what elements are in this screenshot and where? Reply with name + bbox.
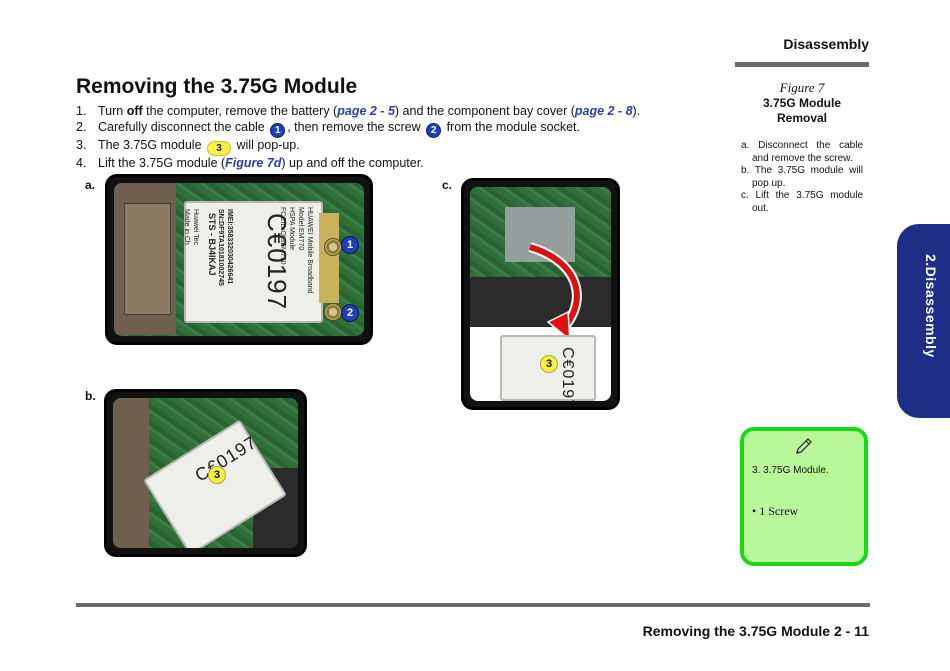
figure-title-line1: 3.75G Module — [762, 96, 842, 110]
module-maker: Huawei Tec Made in Ch — [183, 209, 199, 246]
step-number: 4. — [76, 155, 87, 170]
figure-a-label: a. — [85, 178, 96, 192]
substep-item: a. Disconnect the cable and remove the s… — [741, 140, 863, 164]
module-serials: IMEI:358332030426641 SN:DF9TA10181002745 — [217, 209, 233, 286]
callout-pin: 2 — [341, 304, 359, 322]
module-sts: STS - BJ4IKAJ — [207, 213, 217, 276]
figure-c-image: C€0197 3 — [470, 187, 611, 401]
figure-a-image: HUAWEI Mobile Broadband Model:EM770 HSPA… — [114, 183, 364, 336]
step-text: Turn off the computer, remove the batter… — [98, 104, 641, 118]
figure-b-photo: C€0197 3 — [104, 389, 307, 557]
socket-strip — [319, 213, 339, 303]
substep-item: c. Lift the 3.75G module out. — [741, 190, 863, 214]
ce-mark: C€0197 — [262, 213, 292, 311]
note-box: 3. 3.75G Module. • 1 Screw — [740, 427, 868, 566]
callout-badge: 2 — [426, 122, 442, 138]
callout-badge: 1 — [270, 122, 286, 138]
ce-mark: C€0197 — [191, 432, 261, 486]
step-text: The 3.75G module 3 will pop-up. — [98, 137, 300, 156]
step-item: 2. Carefully disconnect the cable 1, the… — [76, 120, 676, 138]
step-item: 1. Turn off the computer, remove the bat… — [76, 104, 676, 120]
chassis-panel — [113, 398, 149, 548]
figure-c-photo: C€0197 3 — [461, 178, 620, 410]
chapter-side-tab[interactable]: 2.Disassembly — [897, 224, 950, 418]
figure-c-label: c. — [442, 178, 453, 192]
step-text: Lift the 3.75G module (Figure 7d) up and… — [98, 155, 424, 170]
header-rule — [735, 62, 869, 67]
pcb-top — [470, 187, 611, 327]
page-link[interactable]: page 2 - 8 — [574, 104, 633, 118]
page-title: Removing the 3.75G Module — [76, 75, 358, 98]
substep-item: b. The 3.75G module will pop up. — [741, 165, 863, 189]
step-item: 3. The 3.75G module 3 will pop-up. — [76, 138, 676, 156]
step-number: 1. — [76, 104, 87, 118]
footer-text: Removing the 3.75G Module 2 - 11 — [642, 623, 869, 639]
lift-arrow-icon — [528, 242, 582, 342]
module-screw — [324, 303, 342, 321]
step-number: 3. — [76, 137, 87, 152]
callout-pin: 3 — [208, 466, 226, 484]
step-text: Carefully disconnect the cable 1, then r… — [98, 119, 580, 138]
footer-rule — [76, 603, 870, 607]
figure-number: Figure 7 — [779, 80, 825, 95]
callout-badge: 3 — [207, 140, 232, 156]
page-link[interactable]: page 2 - 5 — [337, 104, 395, 118]
connector-block — [124, 203, 171, 315]
figure-caption: Figure 7 3.75G Module Removal — [735, 80, 869, 126]
procedure-steps: 1. Turn off the computer, remove the bat… — [76, 104, 676, 171]
module-card: HUAWEI Mobile Broadband Model:EM770 HSPA… — [183, 201, 323, 323]
header-section-title: Disassembly — [783, 36, 869, 52]
bay-frame — [470, 277, 611, 327]
callout-pin: 3 — [540, 355, 558, 373]
figure-a-photo: HUAWEI Mobile Broadband Model:EM770 HSPA… — [105, 174, 373, 345]
figure-substeps: a. Disconnect the cable and remove the s… — [741, 140, 863, 215]
step-item: 4. Lift the 3.75G module (Figure 7d) up … — [76, 156, 676, 172]
note-screw-count: • 1 Screw — [752, 504, 799, 518]
figure-link[interactable]: Figure 7d — [225, 155, 282, 170]
pencil-icon — [796, 438, 812, 454]
figure-title-line2: Removal — [776, 111, 828, 125]
ce-mark: C€0197 — [559, 347, 576, 401]
figure-b-label: b. — [85, 389, 96, 403]
antenna-connector — [324, 238, 342, 256]
callout-pin: 1 — [341, 236, 359, 254]
note-item: 3. 3.75G Module. — [752, 465, 829, 476]
figure-b-image: C€0197 3 — [113, 398, 298, 548]
side-tab-label: 2.Disassembly — [923, 254, 939, 358]
step-number: 2. — [76, 119, 87, 134]
